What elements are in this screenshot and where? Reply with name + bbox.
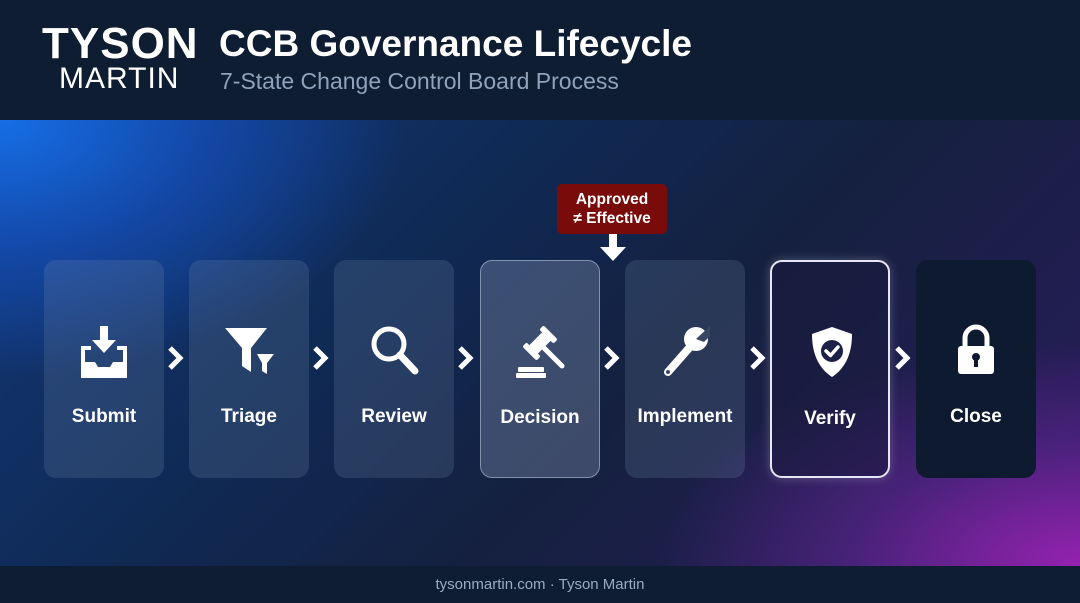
state-label: Close xyxy=(950,406,1002,427)
brand-logo-line1: TYSON xyxy=(42,19,199,68)
state-card-decision: Decision xyxy=(480,260,600,478)
state-label: Review xyxy=(361,406,427,427)
callout-line1: Approved xyxy=(575,191,649,208)
chevron-right-icon xyxy=(168,346,184,370)
page-subtitle: 7-State Change Control Board Process xyxy=(220,68,619,94)
filter-icon xyxy=(225,328,274,374)
state-card-implement: Implement xyxy=(625,260,745,478)
gavel-icon xyxy=(516,326,565,378)
brand-logo: TYSON MARTIN xyxy=(42,19,202,95)
state-card-close: Close xyxy=(916,260,1036,478)
state-label: Implement xyxy=(637,406,733,427)
brand-logo-line2: MARTIN xyxy=(59,62,180,95)
footer: tysonmartin.com · Tyson Martin xyxy=(0,566,1080,603)
state-card-verify: Verify xyxy=(770,260,890,478)
chevron-right-icon xyxy=(604,346,620,370)
chevron-right-icon xyxy=(895,346,911,370)
state-card-submit: Submit xyxy=(44,260,164,478)
state-label: Triage xyxy=(221,406,277,427)
state-label: Submit xyxy=(71,406,137,427)
down-arrow-icon xyxy=(600,234,626,261)
state-card-triage: Triage xyxy=(189,260,309,478)
state-card-review: Review xyxy=(334,260,454,478)
wrench-icon xyxy=(664,326,710,376)
state-label: Decision xyxy=(500,407,580,428)
inbox-download-icon xyxy=(81,326,127,378)
footer-text: tysonmartin.com · Tyson Martin xyxy=(435,576,645,593)
page-title: CCB Governance Lifecycle xyxy=(219,23,692,64)
magnifier-icon xyxy=(371,326,419,375)
state-label: Verify xyxy=(804,408,856,429)
header: TYSON MARTIN CCB Governance Lifecycle 7-… xyxy=(0,0,1080,120)
callout-line2: ≠ Effective xyxy=(573,210,651,227)
chevron-right-icon xyxy=(458,346,474,370)
shield-check-icon xyxy=(812,327,852,377)
lock-icon xyxy=(958,324,994,374)
chevron-right-icon xyxy=(750,346,766,370)
chevron-right-icon xyxy=(313,346,329,370)
approved-callout: Approved ≠ Effective xyxy=(557,184,667,234)
